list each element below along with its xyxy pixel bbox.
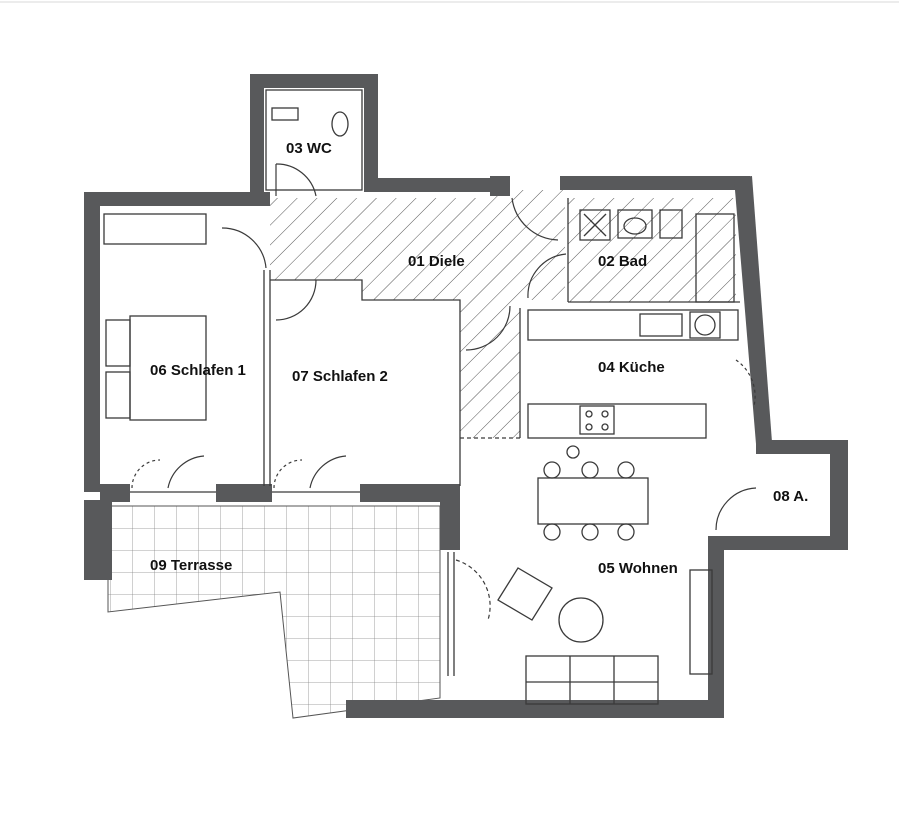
room-label-abstell: 08 A. [773,488,808,505]
terrasse-floor [107,505,441,719]
room-label-kueche: 04 Küche [598,359,665,376]
room-label-bad: 02 Bad [598,253,647,270]
room-label-wohnen: 05 Wohnen [598,560,678,577]
door-swings [131,163,757,621]
room-label-schlafen2: 07 Schlafen 2 [292,368,388,385]
room-label-terrasse: 09 Terrasse [150,557,232,574]
room-label-schlafen1: 06 Schlafen 1 [150,362,246,379]
interior-lines [103,89,740,705]
room-labels: 01 Diele 02 Bad 03 WC 04 Küche 05 Wohnen… [150,140,808,577]
diele-hatched-floor [270,190,565,438]
room-label-diele: 01 Diele [408,253,465,270]
room-label-wc: 03 WC [286,140,332,157]
